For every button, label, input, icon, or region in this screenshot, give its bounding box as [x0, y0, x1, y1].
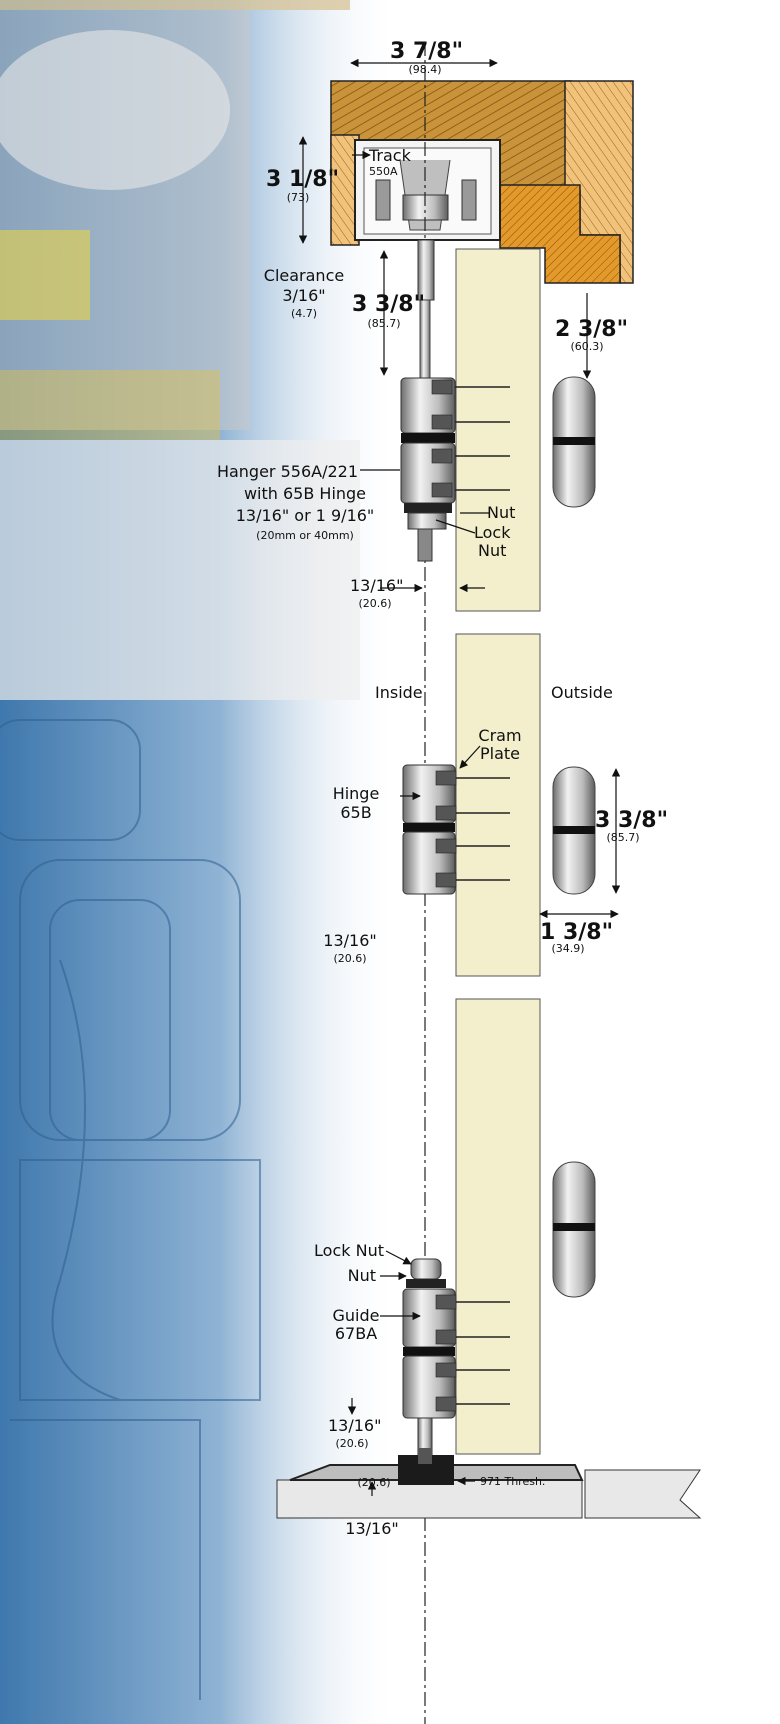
- inside-label: Inside: [375, 683, 423, 702]
- top-width-dim: 3 7/8": [390, 39, 464, 64]
- middle-gap-dim: 13/16": [323, 931, 377, 950]
- bottom-lock-nut: Lock Nut: [314, 1241, 384, 1260]
- clearance-dim: 3/16": [282, 286, 326, 305]
- hinge-height-mm: (85.7): [606, 831, 640, 844]
- hanger-offset-mm: (20.6): [358, 597, 392, 610]
- hanger-assembly: [400, 239, 456, 562]
- threshold: [276, 1448, 702, 1519]
- hanger-lock-nut-1: Lock: [474, 523, 511, 542]
- middle-gap-mm: (20.6): [333, 952, 367, 965]
- header-assembly: [330, 80, 634, 284]
- clearance-mm: (4.7): [290, 307, 318, 320]
- door-panels: [455, 248, 541, 1455]
- thresh-mm: (20.6): [357, 1476, 391, 1489]
- guide-label-2: 67BA: [334, 1324, 378, 1343]
- track-label: Track: [369, 146, 411, 165]
- top-width-mm: (98.4): [408, 63, 442, 76]
- hinge-label-1: Hinge: [332, 784, 380, 803]
- top-height-mm: (73): [286, 191, 310, 204]
- dimension-lines: [298, 58, 621, 1496]
- clearance-label: Clearance: [263, 266, 345, 285]
- hinge-label-2: 65B: [340, 803, 372, 822]
- hanger-line3: 13/16" or 1 9/16": [235, 506, 375, 525]
- hinge-height-dim: 3 3/8": [595, 808, 669, 833]
- bottom-nut: Nut: [347, 1266, 376, 1285]
- side-mm: (60.3): [570, 340, 604, 353]
- hinge-width-mm: (34.9): [551, 942, 585, 955]
- hanger-offset-dim: 13/16": [350, 576, 404, 595]
- hanger-lock-nut-2: Nut: [478, 541, 507, 560]
- screws: [455, 386, 510, 1405]
- guide-label-1: Guide: [332, 1306, 380, 1325]
- top-height-dim: 3 1/8": [266, 167, 340, 192]
- bottom-gap-dim: 13/16": [328, 1416, 382, 1435]
- hanger-nut: Nut: [487, 503, 516, 522]
- hanger-line2: with 65B Hinge: [243, 484, 367, 503]
- side-dim: 2 3/8": [555, 317, 629, 342]
- bottom-guide: [402, 1258, 456, 1457]
- track-model: 550A: [369, 165, 398, 178]
- drop-mm: (85.7): [367, 317, 401, 330]
- bottom-dim: 13/16": [345, 1519, 399, 1538]
- cram-plate-1: Cram: [478, 726, 522, 745]
- hinge-width-dim: 1 3/8": [540, 920, 614, 945]
- thresh-label: 971 Thresh.: [480, 1475, 546, 1488]
- background-photo: [0, 0, 400, 1724]
- outside-label: Outside: [551, 683, 613, 702]
- hinge-knuckles: [552, 376, 596, 1298]
- cram-plate-2: Plate: [479, 744, 520, 763]
- drop-dim: 3 3/8": [352, 292, 426, 317]
- hanger-line4: (20mm or 40mm): [256, 529, 354, 542]
- bottom-gap-mm: (20.6): [335, 1437, 369, 1450]
- hanger-line1: Hanger 556A/221: [216, 462, 358, 481]
